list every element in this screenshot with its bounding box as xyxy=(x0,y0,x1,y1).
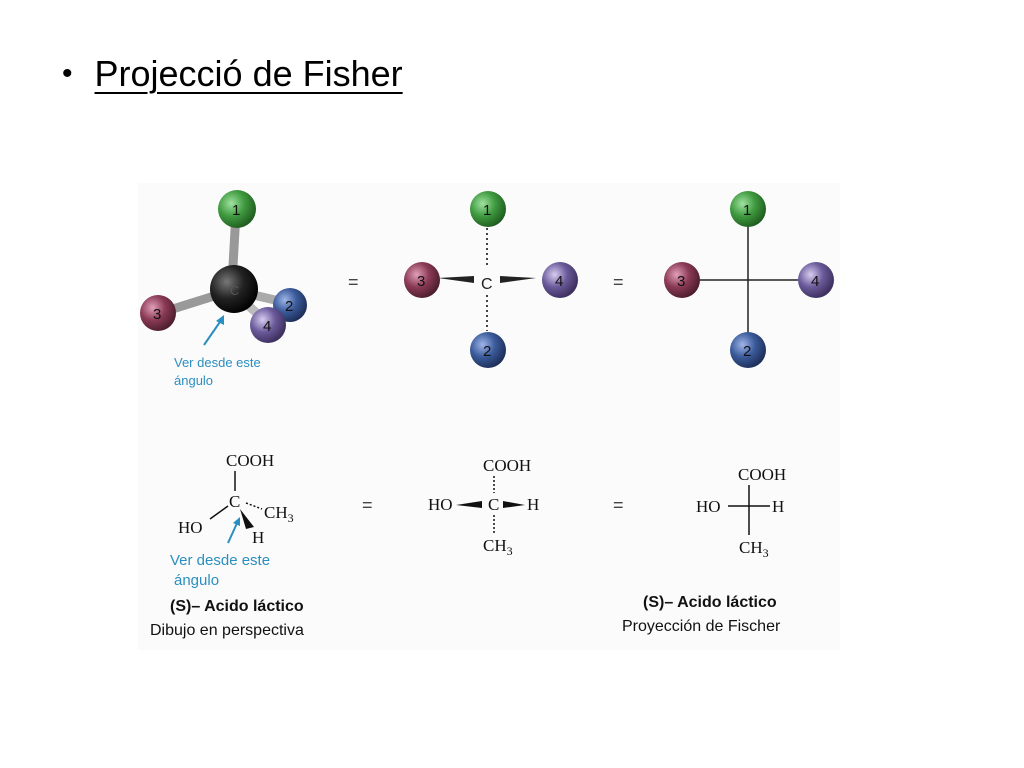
atom-2-sphere-wedge xyxy=(470,332,506,368)
caption-perspective: Dibujo en perspectiva xyxy=(150,622,304,639)
svg-text:CH3: CH3 xyxy=(739,538,769,560)
ch3-sub-wedge: 3 xyxy=(507,544,513,558)
fischer-cross-model: 1 3 4 2 xyxy=(664,191,834,368)
ch3-sub-fischer: 3 xyxy=(763,546,769,560)
title-text: Projecció de Fisher xyxy=(94,53,403,94)
atom-4-label-wedge: 4 xyxy=(555,273,563,290)
view-hint-bottom-line2: ángulo xyxy=(174,572,219,589)
h-label-fischer: H xyxy=(772,497,784,516)
atom-3-sphere-wedge xyxy=(404,262,440,298)
fisher-projection-figure: C 1 3 2 4 Ver desde este ángulo = C 1 3 … xyxy=(138,183,840,650)
slide-title: • Projecció de Fisher xyxy=(62,50,403,98)
atom-4-label-fischer: 4 xyxy=(811,273,819,290)
bullet: • xyxy=(62,57,73,90)
view-hint-top-line1: Ver desde este xyxy=(174,355,261,370)
atom-3-sphere xyxy=(140,295,176,331)
atom-1-sphere-wedge xyxy=(470,191,506,227)
view-hint-arrow xyxy=(203,318,223,346)
atom-3-label-fischer: 3 xyxy=(677,273,685,290)
ch3-sub-perspective: 3 xyxy=(288,511,294,525)
atom-3-label: 3 xyxy=(153,306,161,323)
equals-sign-top-1: = xyxy=(348,272,359,292)
view-hint-bottom-line1: Ver desde este xyxy=(170,552,270,569)
wedge-dash-model: C 1 3 4 2 xyxy=(404,191,578,368)
lactic-acid-fischer: COOH HO H CH3 (S)– Acido láctico Proyecc… xyxy=(622,465,786,635)
wedge-carbon-label: C xyxy=(481,276,493,293)
atom-1-label: 1 xyxy=(232,202,240,219)
carbon-label: C xyxy=(230,283,239,298)
view-hint-arrow-bottom xyxy=(227,520,239,544)
carbon-label-wedge-bottom: C xyxy=(488,495,499,514)
atom-4-sphere-fischer xyxy=(798,262,834,298)
equals-sign-bottom-1: = xyxy=(362,495,373,515)
atom-3-sphere-fischer xyxy=(664,262,700,298)
lactic-name-left: (S)– Acido láctico xyxy=(170,598,304,615)
atom-1-label-wedge: 1 xyxy=(483,202,491,219)
ball-and-stick-model: C 1 3 2 4 Ver desde este ángulo xyxy=(140,190,307,388)
carbon-sphere xyxy=(210,265,258,313)
lactic-acid-wedge: COOH C HO H CH3 xyxy=(428,456,539,558)
atom-2-label: 2 xyxy=(285,298,293,315)
ho-label-fischer: HO xyxy=(696,497,721,516)
atom-1-sphere-fischer xyxy=(730,191,766,227)
ch3-label-fischer: CH xyxy=(739,538,763,557)
ho-label-perspective: HO xyxy=(178,518,203,537)
carbon-label-perspective: C xyxy=(229,492,240,511)
lactic-acid-perspective: COOH C CH3 HO H Ver desde este ángulo (S… xyxy=(150,451,304,639)
ho-label-wedge: HO xyxy=(428,495,453,514)
atom-4-label: 4 xyxy=(263,318,271,335)
cooh-label-fischer: COOH xyxy=(738,465,786,484)
ch3-label-perspective: CH xyxy=(264,503,288,522)
view-hint-top-line2: ángulo xyxy=(174,373,213,388)
ch3-label-wedge: CH xyxy=(483,536,507,555)
h-label-perspective: H xyxy=(252,528,264,547)
atom-2-sphere-fischer xyxy=(730,332,766,368)
atom-4-sphere-wedge xyxy=(542,262,578,298)
atom-1-sphere xyxy=(218,190,256,228)
atom-3-label-wedge: 3 xyxy=(417,273,425,290)
atom-4-sphere xyxy=(250,307,286,343)
svg-text:CH3: CH3 xyxy=(264,503,294,525)
cooh-label-wedge: COOH xyxy=(483,456,531,475)
equals-sign-bottom-2: = xyxy=(613,495,624,515)
atom-1-label-fischer: 1 xyxy=(743,202,751,219)
h-label-wedge: H xyxy=(527,495,539,514)
equals-sign-top-2: = xyxy=(613,272,624,292)
lactic-name-right: (S)– Acido láctico xyxy=(643,594,777,611)
cooh-label-perspective: COOH xyxy=(226,451,274,470)
svg-text:CH3: CH3 xyxy=(483,536,513,558)
atom-2-label-fischer: 2 xyxy=(743,343,751,360)
atom-2-label-wedge: 2 xyxy=(483,343,491,360)
caption-fischer: Proyección de Fischer xyxy=(622,618,781,635)
